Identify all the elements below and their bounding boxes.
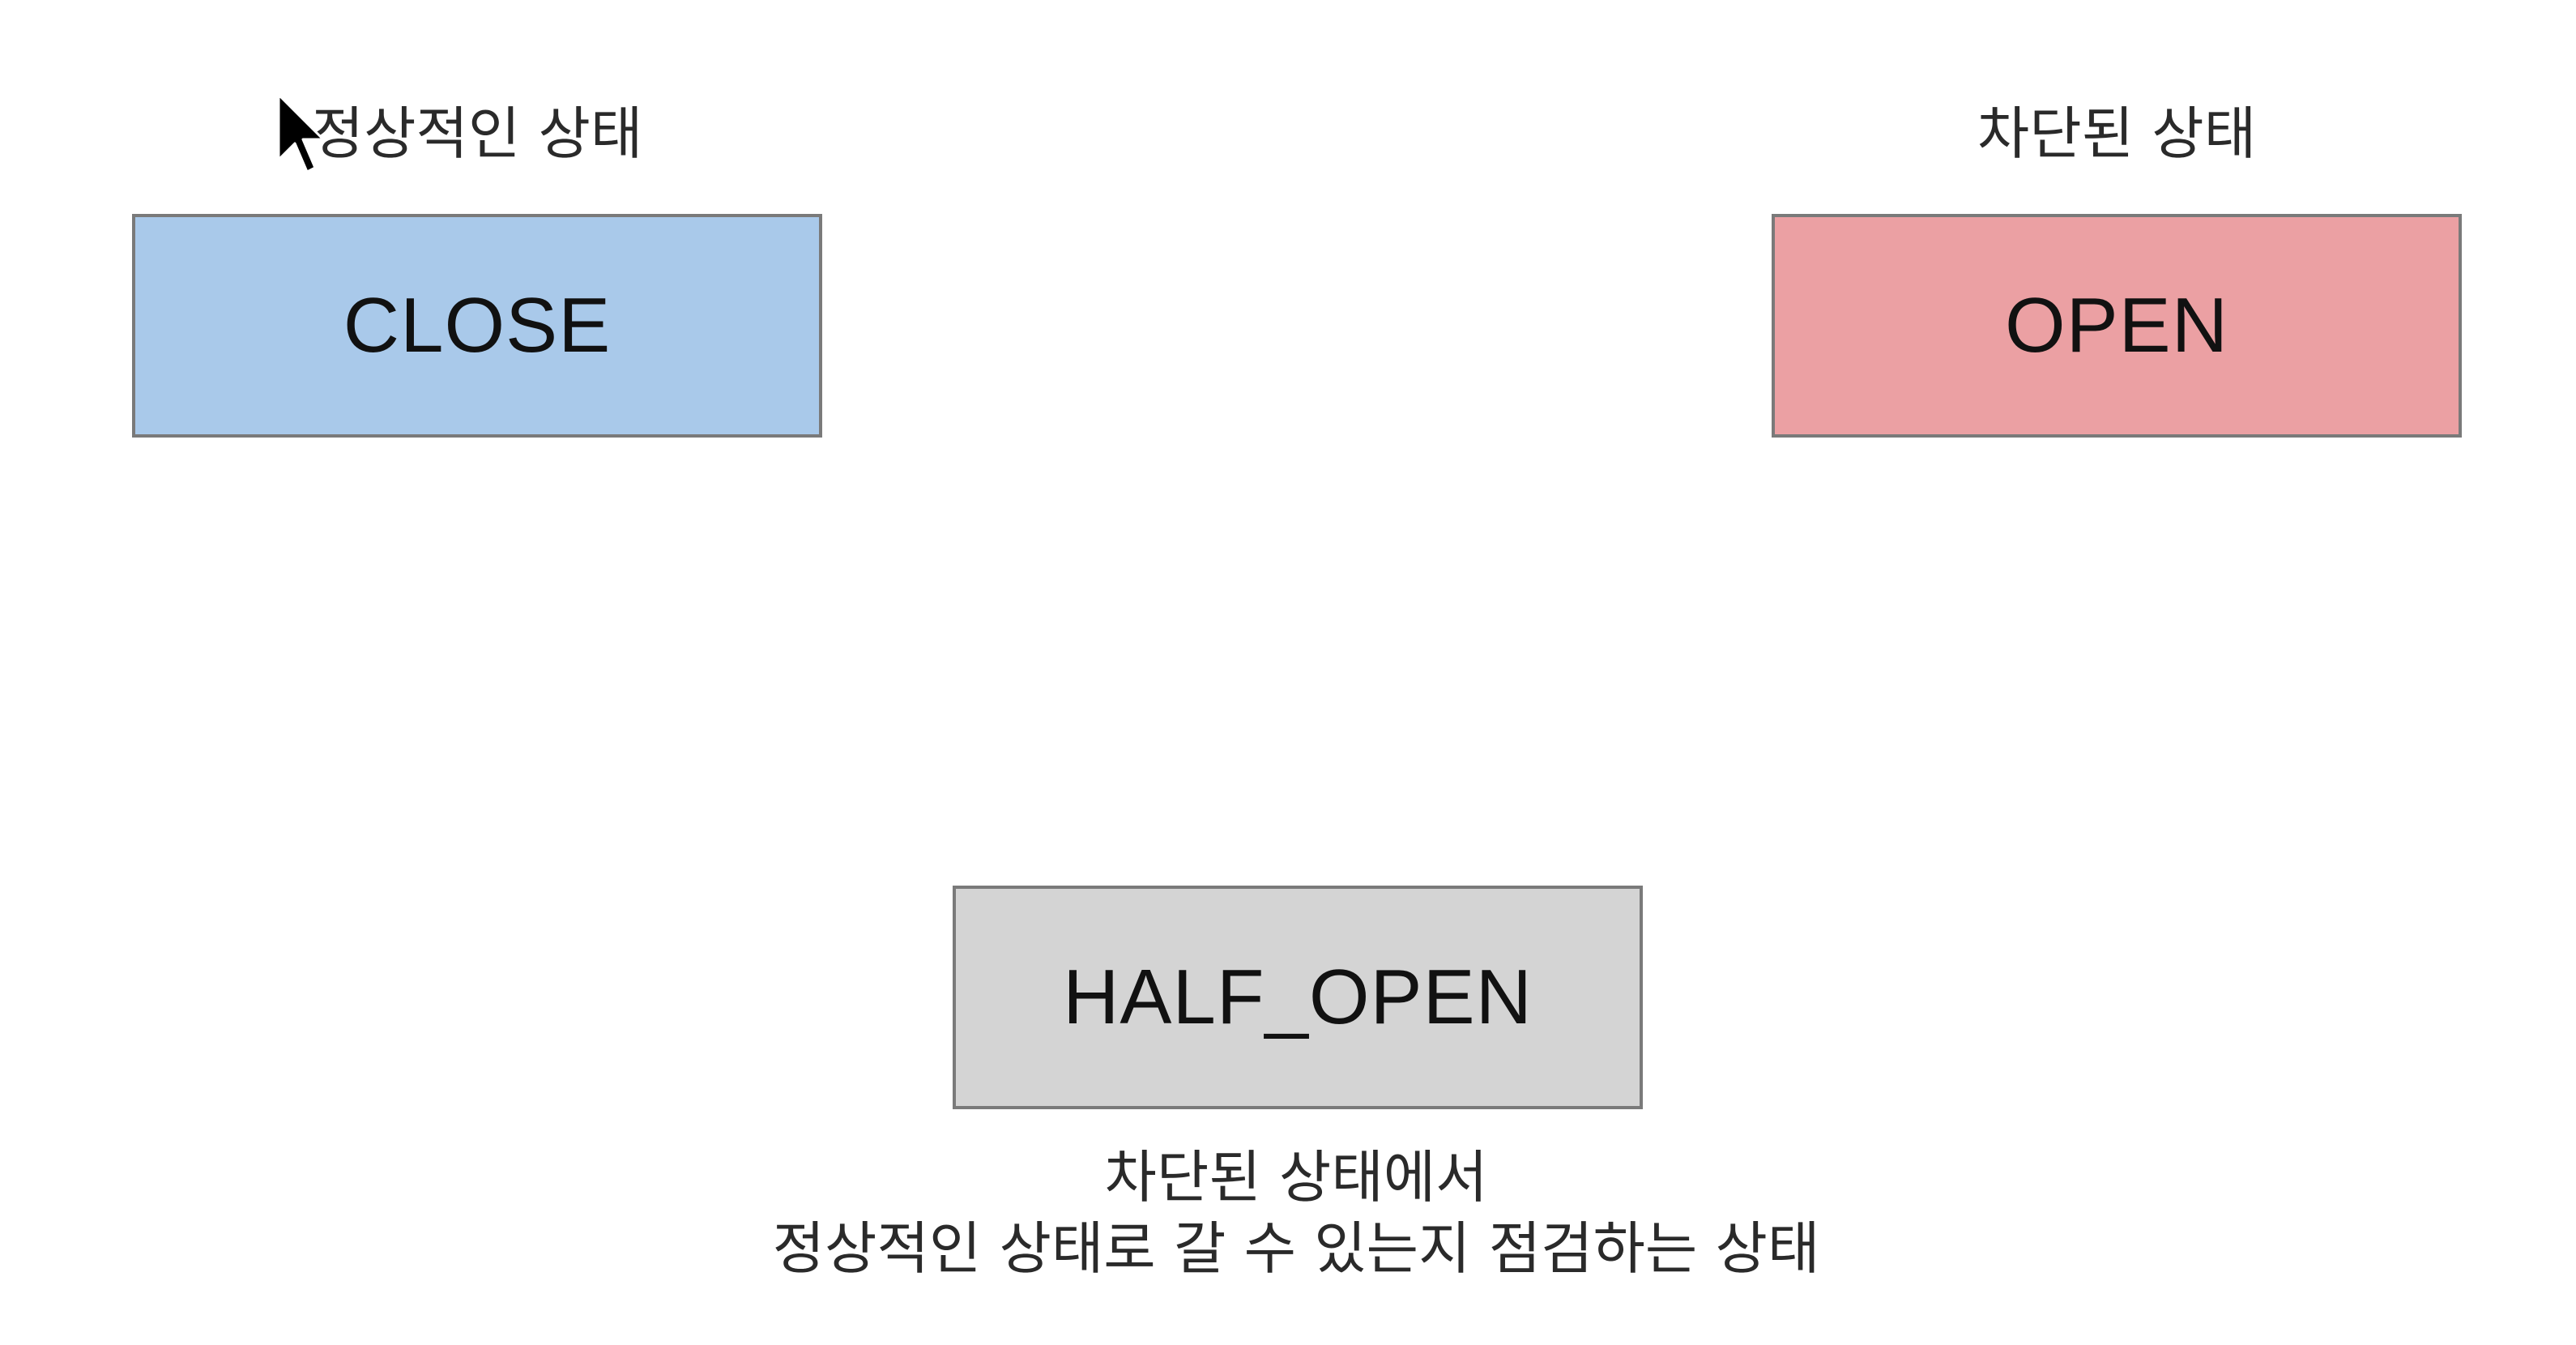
close-state-caption: 정상적인 상태 [311, 100, 643, 167]
half-open-caption-line-2: 정상적인 상태로 갈 수 있는지 점검하는 상태 [772, 1215, 1820, 1282]
open-state-label: OPEN [2004, 282, 2229, 369]
open-state-caption: 차단된 상태 [1977, 100, 2257, 167]
half-open-state-box: HALF_OPEN [953, 886, 1643, 1109]
close-state-box: CLOSE [132, 214, 822, 438]
half-open-caption-line-1: 차단된 상태에서 [1104, 1144, 1488, 1210]
half-open-state-label: HALF_OPEN [1063, 954, 1533, 1040]
half-open-state-caption: 차단된 상태에서 정상적인 상태로 갈 수 있는지 점검하는 상태 [486, 1142, 2106, 1284]
mouse-pointer-icon [279, 93, 325, 173]
close-state-label: CLOSE [343, 282, 612, 369]
open-state-box: OPEN [1772, 214, 2462, 438]
